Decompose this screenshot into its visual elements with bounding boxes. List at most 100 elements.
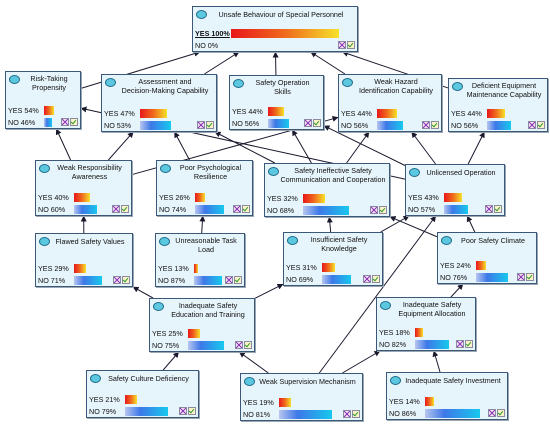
state-row-yes[interactable]: YES 26% [159,192,252,203]
state-row-yes[interactable]: YES 47% [104,108,216,119]
state-row-no[interactable]: NO 68% [267,205,389,216]
clear-evidence-icon[interactable] [528,121,536,129]
state-row-no[interactable]: NO 56% [232,118,323,129]
state-row-yes[interactable]: YES 21% [89,394,198,405]
state-row-no[interactable]: NO 87% [158,275,244,286]
set-evidence-icon[interactable] [372,275,380,283]
set-evidence-icon[interactable] [121,205,129,213]
state-row-yes[interactable]: YES 40% [38,192,131,203]
state-row-yes[interactable]: YES 14% [389,396,507,407]
set-evidence-icon[interactable] [497,409,505,417]
state-row-yes[interactable]: YES 43% [408,192,504,203]
state-row-yes[interactable]: YES 24% [440,260,536,271]
state-row-no[interactable]: NO 74% [159,204,252,215]
clear-evidence-icon[interactable] [225,276,233,284]
clear-evidence-icon[interactable] [61,118,69,126]
probability-bar-no [74,276,103,285]
state-row-no[interactable]: NO 53% [104,120,216,131]
state-row-no[interactable]: NO 81% [243,409,362,420]
state-row-yes[interactable]: YES 19% [243,397,362,408]
clear-evidence-icon[interactable] [343,410,351,418]
probability-bar-yes [268,107,285,116]
set-evidence-icon[interactable] [244,341,252,349]
state-row-yes[interactable]: YES 44% [232,106,323,117]
set-evidence-icon[interactable] [242,205,250,213]
clear-evidence-icon[interactable] [112,205,120,213]
state-row-yes[interactable]: YES 13% [158,263,244,274]
set-evidence-icon[interactable] [188,407,196,415]
set-evidence-icon[interactable] [431,121,439,129]
clear-evidence-icon[interactable] [197,121,205,129]
state-row-yes[interactable]: YES 100% [195,28,357,39]
arrow-comm-to-hazard [346,131,370,164]
clear-evidence-icon[interactable] [233,205,241,213]
clear-evidence-icon[interactable] [235,341,243,349]
set-evidence-icon[interactable] [234,276,242,284]
state-row-no[interactable]: NO 71% [38,275,132,286]
clear-evidence-icon[interactable] [304,119,312,127]
state-row-no[interactable]: NO 56% [341,120,441,131]
clear-evidence-icon[interactable] [485,205,493,213]
set-evidence-icon[interactable] [206,121,214,129]
state-row-no[interactable]: NO 86% [389,408,507,419]
set-evidence-icon[interactable] [352,410,360,418]
state-row-no[interactable]: NO 56% [451,120,547,131]
clear-evidence-icon[interactable] [363,275,371,283]
state-row-yes[interactable]: YES 44% [341,108,441,119]
node-icon [159,237,170,246]
probability-bar-yes [125,395,137,404]
state-row-no[interactable]: NO 79% [89,406,198,417]
set-evidence-icon[interactable] [347,41,355,49]
state-row-yes[interactable]: YES 25% [152,328,254,339]
set-evidence-icon[interactable] [70,118,78,126]
set-evidence-icon[interactable] [537,121,545,129]
clear-evidence-icon[interactable] [370,206,378,214]
clear-evidence-icon[interactable] [113,276,121,284]
state-row-no[interactable]: NO 76% [440,272,536,283]
clear-evidence-icon[interactable] [517,273,525,281]
clear-evidence-icon[interactable] [488,409,496,417]
set-evidence-icon[interactable] [465,340,473,348]
state-row-no[interactable]: NO 69% [286,274,382,285]
state-row-yes[interactable]: YES 54% [8,105,80,116]
clear-evidence-icon[interactable] [456,340,464,348]
state-row-yes[interactable]: YES 44% [451,108,547,119]
state-row-yes[interactable]: YES 32% [267,193,389,204]
clear-evidence-icon[interactable] [179,407,187,415]
set-evidence-icon[interactable] [494,205,502,213]
set-evidence-icon[interactable] [379,206,387,214]
state-row-no[interactable]: NO 75% [152,340,254,351]
state-row-yes[interactable]: YES 18% [379,327,475,338]
set-evidence-icon[interactable] [313,119,321,127]
state-row-yes[interactable]: YES 29% [38,263,132,274]
set-evidence-icon[interactable] [526,273,534,281]
state-row-no[interactable]: NO 60% [38,204,131,215]
state-row-no[interactable]: NO 82% [379,339,475,350]
state-row-yes[interactable]: YES 31% [286,262,382,273]
clear-evidence-icon[interactable] [338,41,346,49]
state-row-no[interactable]: NO 0% [195,40,357,51]
state-row-no[interactable]: NO 46% [8,117,80,128]
clear-evidence-icon[interactable] [422,121,430,129]
set-evidence-icon[interactable] [122,276,130,284]
state-row-no[interactable]: NO 57% [408,204,504,215]
